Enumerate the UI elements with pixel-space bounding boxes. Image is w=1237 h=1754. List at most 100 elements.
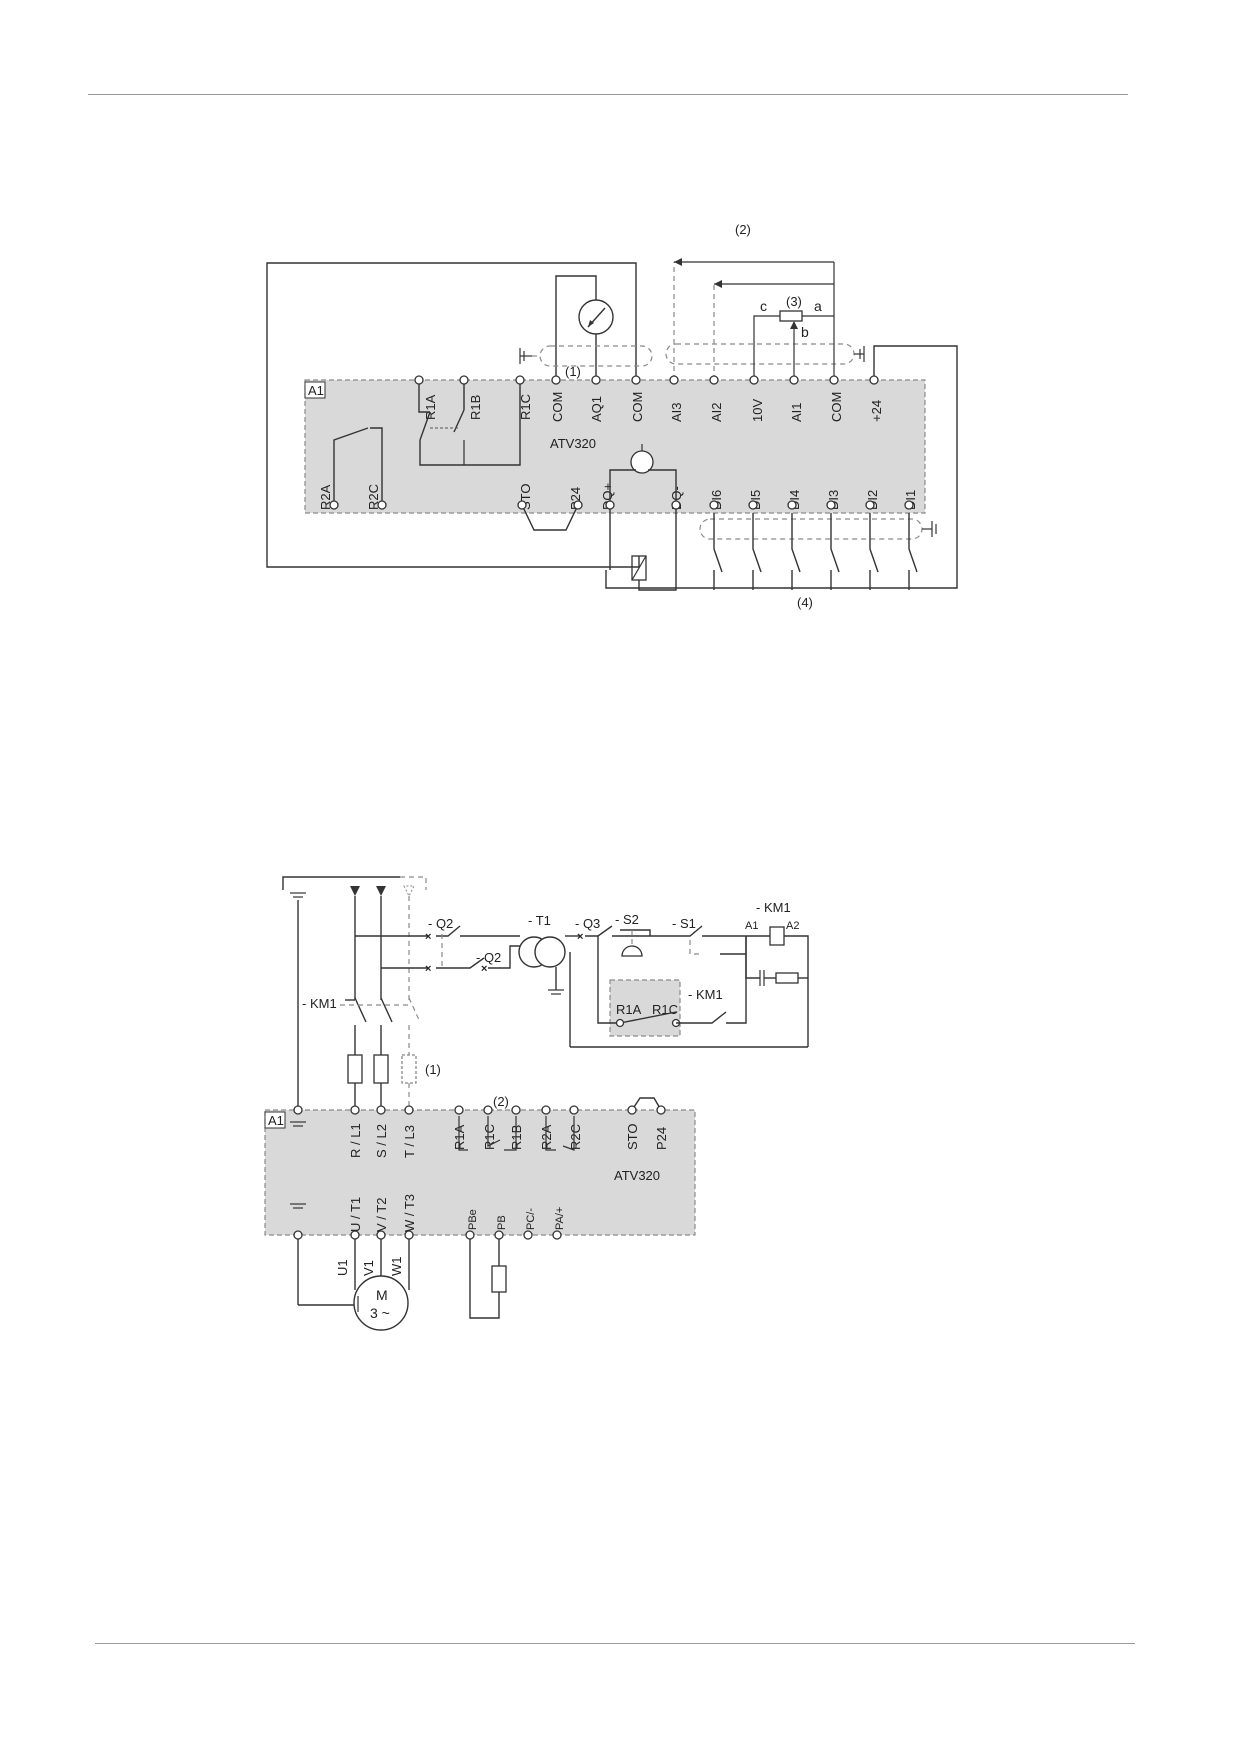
terminal-dot	[671, 1018, 681, 1028]
device-tag: A1	[308, 383, 324, 398]
wire-r1-common	[419, 380, 521, 466]
motor-m-label: M	[376, 1287, 388, 1303]
terminal-dot	[541, 1105, 551, 1115]
a2-pin-label: A2	[786, 920, 799, 932]
device-name-2: ATV320	[614, 1168, 660, 1183]
terminal-dot	[459, 375, 469, 385]
drive-block	[304, 379, 926, 514]
motor-icon	[353, 1275, 409, 1331]
terminal-dot	[404, 1105, 414, 1115]
q2-cross-icon-3: ×	[481, 963, 487, 975]
km1-main-label: - KM1	[302, 996, 337, 1011]
terminal-r2a: R2A	[318, 484, 333, 510]
shield-aq1	[539, 345, 653, 367]
terminal-dot	[656, 1105, 666, 1115]
ai2-arrow-icon	[714, 280, 722, 288]
terminal-com-2: COM	[630, 392, 645, 422]
q2-cross-icon: ×	[425, 931, 431, 943]
r1a-contact-icon	[419, 411, 431, 441]
s1-link	[689, 940, 700, 955]
terminal2-r2a: R2A	[539, 1124, 554, 1150]
r1c-internal	[487, 1116, 501, 1147]
relay-r1c-label: R1C	[652, 1002, 678, 1017]
terminal-dot	[454, 1105, 464, 1115]
s2-mushroom-icon	[621, 945, 643, 957]
terminal-dot	[615, 1018, 625, 1028]
a1-pin-label: A1	[745, 920, 758, 932]
wire-s2-relay	[597, 936, 620, 1024]
terminal-com-3: COM	[829, 392, 844, 422]
terminal-ai3: AI3	[669, 402, 684, 422]
terminal-dot	[551, 375, 561, 385]
control-wiring-diagram: A1 ATV320 R1A R1B R1C COM AQ1 COM AI3 AI…	[266, 222, 958, 610]
terminal-dot	[465, 1230, 475, 1240]
q2-contact-b-icon	[436, 957, 485, 969]
terminal-pb: PB	[496, 1215, 508, 1230]
terminal-dot	[350, 1230, 360, 1240]
line-reactor-3-icon	[401, 1054, 417, 1084]
wire-rc-left	[745, 936, 760, 979]
terminal-dot	[671, 500, 681, 510]
terminal-dot	[787, 500, 797, 510]
brake-resistor-icon	[491, 1265, 507, 1293]
drive-block-2	[264, 1109, 696, 1236]
km1-contact-1-icon	[354, 997, 367, 1023]
device-tag-2: A1	[268, 1113, 284, 1128]
s2-label: - S2	[615, 912, 639, 927]
phase-l1-arrow-icon	[350, 886, 360, 896]
terminal-ai2: AI2	[709, 402, 724, 422]
wire-brake-loop	[469, 1239, 500, 1319]
terminal-dot	[293, 1230, 303, 1240]
note-1: (1)	[565, 364, 581, 379]
wire-plus24-feed	[605, 345, 958, 589]
terminal-dot	[748, 500, 758, 510]
terminal-dot	[669, 375, 679, 385]
terminal2-r1a: R1A	[452, 1124, 467, 1150]
switch-di6-icon	[713, 513, 723, 573]
device-name: ATV320	[550, 436, 596, 451]
wire-coil-left	[610, 556, 640, 568]
line-reactor-1-icon	[347, 1054, 363, 1084]
motor-lead-v1: V1	[361, 1260, 376, 1276]
terminal-com-1: COM	[550, 392, 565, 422]
terminal-ut1: U / T1	[348, 1197, 363, 1232]
supply-bus	[282, 876, 400, 890]
dq-coil-diag	[631, 555, 647, 581]
wire-coil-right	[638, 505, 677, 591]
terminal2-r1c: R1C	[482, 1124, 497, 1150]
terminal-dot	[376, 1105, 386, 1115]
r2c-internal	[562, 1116, 575, 1151]
terminal-wt3: W / T3	[402, 1194, 417, 1232]
terminal-rl1: R / L1	[348, 1123, 363, 1158]
motor-phase-label: 3 ~	[370, 1305, 390, 1321]
wire-a2-return	[784, 935, 809, 1047]
terminal-aq1: AQ1	[589, 396, 604, 422]
bottom-terminals	[329, 500, 914, 510]
terminal-r1a: R1A	[423, 394, 438, 420]
pot-wiper-icon	[790, 321, 798, 329]
phase-l3-arrow-icon	[403, 885, 415, 898]
terminal-dot	[515, 375, 525, 385]
terminal-tl3: T / L3	[402, 1125, 417, 1158]
shield-digital-inputs	[699, 518, 923, 540]
terminal-dot	[627, 1105, 637, 1115]
terminal-dot	[483, 1105, 493, 1115]
note-2: (2)	[735, 222, 751, 237]
terminal-dot	[552, 1230, 562, 1240]
supply-bus-dashed	[400, 876, 427, 890]
meter-icon	[578, 299, 614, 335]
terminal-dot	[376, 1230, 386, 1240]
terminal-dot	[329, 500, 339, 510]
terminal-ai1: AI1	[789, 402, 804, 422]
q2-cross-icon-2: ×	[425, 963, 431, 975]
shield-analog-inputs	[665, 343, 855, 365]
terminal-dot	[350, 1105, 360, 1115]
phase-l2-arrow-icon	[376, 886, 386, 896]
terminal-dot	[709, 375, 719, 385]
terminal-pbe: PBe	[467, 1209, 479, 1230]
relay-r1a-label: R1A	[616, 1002, 642, 1017]
terminal-dot	[904, 500, 914, 510]
km1-aux-label: - KM1	[688, 987, 723, 1002]
terminal-sl2: S / L2	[374, 1124, 389, 1158]
terminal2-r1b: R1B	[509, 1125, 524, 1150]
